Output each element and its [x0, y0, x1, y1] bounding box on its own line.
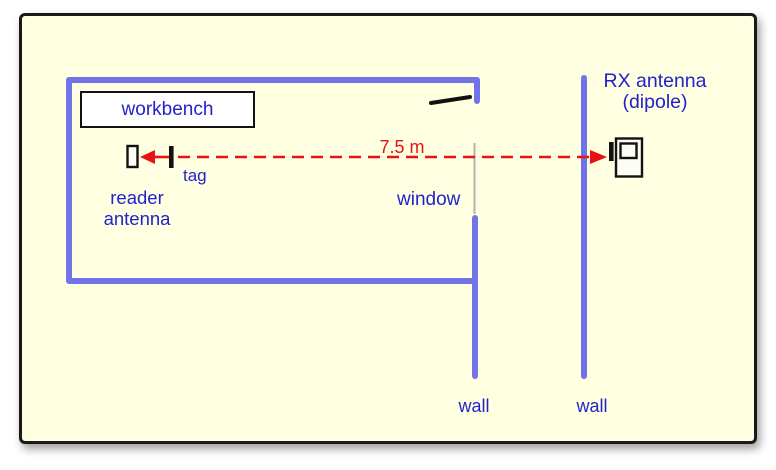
room-outline-wall: [66, 77, 480, 284]
wall-label-right-side: wall: [576, 396, 608, 416]
rx-antenna-label: RX antenna (dipole): [595, 71, 715, 113]
workbench-box: workbench: [80, 91, 255, 128]
rx-device-screen: [619, 142, 638, 160]
arrowhead-right-icon: [590, 150, 607, 164]
reader-antenna-label: reader antenna: [103, 187, 171, 229]
workbench-label: workbench: [121, 98, 214, 120]
arrowhead-left-icon: [140, 150, 155, 164]
window-label: window: [397, 189, 461, 210]
door-line: [429, 95, 472, 105]
tag-mark: [169, 146, 174, 168]
reader-antenna-shape: [126, 144, 139, 169]
rx-antenna-label-line2: (dipole): [622, 91, 688, 113]
wall-label-window-side: wall: [458, 396, 490, 416]
dipole-element-mark: [609, 142, 614, 161]
rx-antenna-label-line1: RX antenna: [603, 70, 707, 92]
distance-label: 7.5 m: [379, 137, 425, 157]
figure-frame: [19, 13, 757, 444]
tag-label: tag: [183, 166, 207, 185]
